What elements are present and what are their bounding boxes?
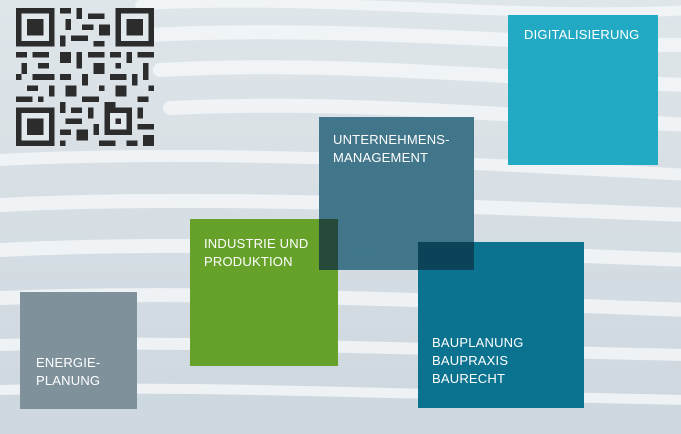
tile-unternehmensmanagement-label-1: UNTERNEHMENS-	[333, 132, 450, 147]
tile-industrie-label-1: INDUSTRIE UND	[204, 236, 309, 251]
tile-unternehmensmanagement-label-2: MANAGEMENT	[333, 150, 429, 165]
tile-bauplanung[interactable]: BAUPLANUNG BAUPRAXIS BAURECHT	[418, 242, 584, 408]
tile-bauplanung-label-3: BAURECHT	[432, 371, 506, 386]
tile-digitalisierung[interactable]: DIGITALISIERUNG	[508, 15, 658, 165]
qr-code-icon	[16, 8, 154, 146]
tile-energieplanung[interactable]: ENERGIE- PLANUNG	[20, 292, 137, 409]
tile-energieplanung-label-2: PLANUNG	[36, 373, 101, 388]
tile-bauplanung-label-1: BAUPLANUNG	[432, 335, 524, 350]
tile-energieplanung-label-1: ENERGIE-	[36, 355, 101, 370]
tile-industrie-label-2: PRODUKTION	[204, 254, 293, 269]
tile-bauplanung-label-2: BAUPRAXIS	[432, 353, 509, 368]
tile-industrie-und-produktion[interactable]: INDUSTRIE UND PRODUKTION	[190, 219, 338, 366]
tile-digitalisierung-label: DIGITALISIERUNG	[524, 27, 640, 42]
